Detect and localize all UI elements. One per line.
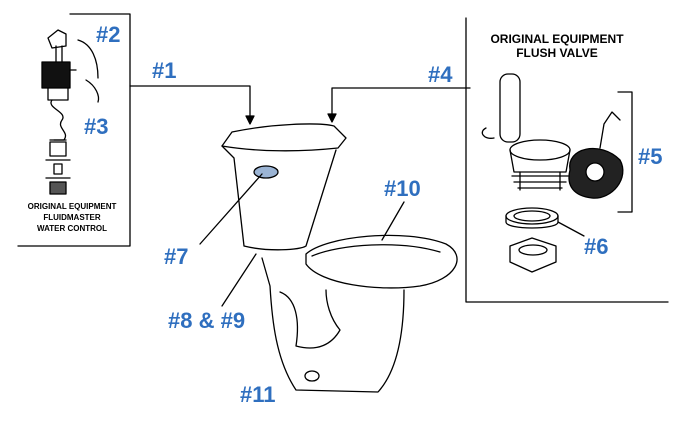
callout-6: #6 [584, 234, 609, 259]
callout-10: #10 [384, 176, 421, 201]
bowl-seat [305, 234, 458, 289]
water-control-caption-line2: FLUIDMASTER [43, 213, 101, 222]
trip-lever-handle [253, 165, 279, 179]
flush-valve-caption-line1: ORIGINAL EQUIPMENT [490, 32, 624, 46]
callout-3: #3 [84, 114, 109, 139]
tank-body [221, 145, 337, 251]
bowl-base [261, 257, 405, 393]
callout-4: #4 [428, 62, 453, 87]
bowl-trapway [279, 289, 341, 349]
callout-5-bracket [617, 91, 633, 213]
callout-1-leader [129, 85, 251, 121]
callout-4-arrowhead [327, 113, 337, 123]
inset-right-bracket [465, 17, 669, 303]
flush-valve-drawing [481, 73, 624, 199]
callout-5: #5 [638, 144, 663, 169]
water-control-inset [17, 13, 131, 247]
callout-11: #11 [240, 382, 276, 407]
callout-10-leader [381, 201, 405, 241]
bowl-seat-inner [311, 244, 441, 257]
toilet-drawing [199, 123, 458, 393]
callout-8-9-leader [221, 253, 257, 307]
callout-7-leader [199, 173, 263, 245]
bolt-cap [304, 370, 320, 382]
callout-2: #2 [96, 22, 121, 47]
callout-7: #7 [164, 244, 189, 269]
lock-nut-drawing [509, 237, 557, 273]
tank-lid [221, 123, 347, 152]
flush-valve-inset [465, 17, 669, 303]
callout-3-leader [85, 79, 100, 103]
callout-1-arrowhead [245, 115, 255, 125]
fill-valve-drawing [41, 29, 77, 195]
callout-1: #1 [152, 58, 177, 83]
callout-8-9: #8 & #9 [168, 308, 246, 333]
gasket-ring-drawing [505, 207, 559, 229]
callout-4-leader [331, 87, 471, 119]
callout-2-leader [77, 39, 99, 79]
inset-left-bracket [17, 13, 131, 247]
callout-6-leader [557, 221, 585, 237]
flush-valve-caption-line2: FLUSH VALVE [516, 46, 598, 60]
water-control-caption-line3: WATER CONTROL [36, 224, 108, 233]
water-control-caption-line1: ORIGINAL EQUIPMENT [27, 202, 117, 211]
